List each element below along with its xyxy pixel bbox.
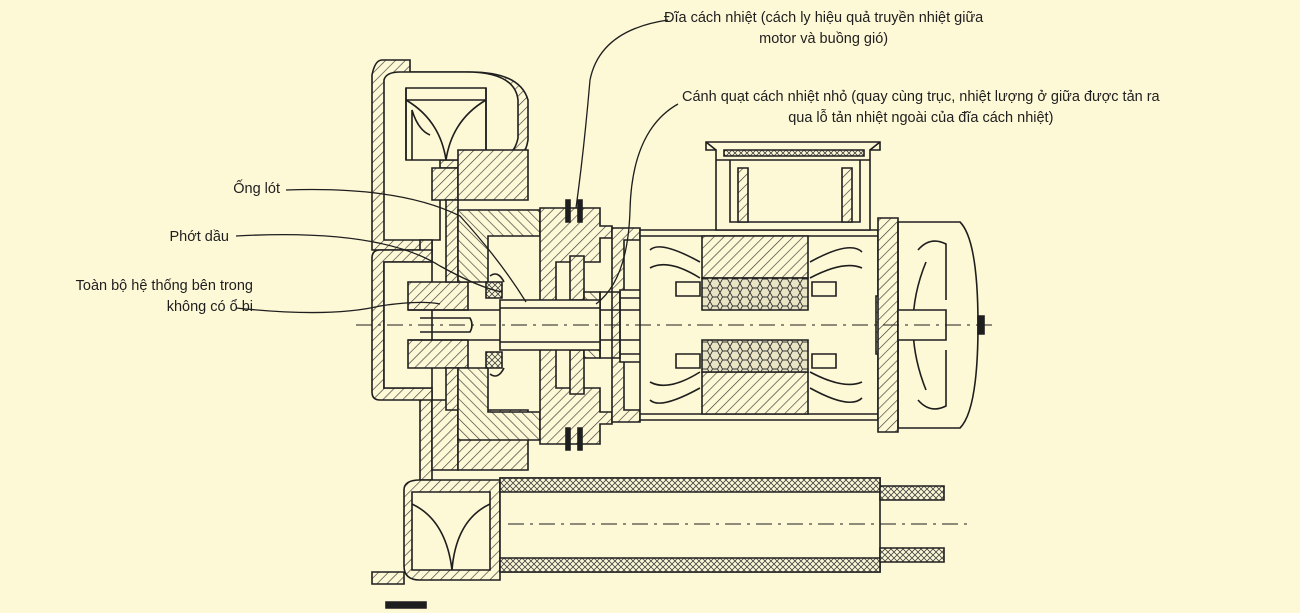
label-system-line1: Toàn bộ hệ thống bên trong [75,278,253,294]
label-system-line2: không có ổ bi [166,299,253,315]
label-disc-line1: Đĩa cách nhiệt (cách ly hiệu quả truyền … [664,10,984,26]
upper-volute [371,59,529,251]
lower-volute [371,479,501,609]
leader-disc [575,19,669,209]
leader-lines [235,19,679,314]
label-no-ball-bearings: Toàn bộ hệ thống bên trong không có ổ bi [76,276,253,318]
label-isolation-fan: Cánh quạt cách nhiệt nhỏ (quay cùng trục… [682,87,1160,129]
label-fan-line2: qua lỗ tản nhiệt ngoài của đĩa cách nhiệ… [788,110,1054,126]
leader-sleeve [285,188,527,303]
leader-fan [595,103,679,305]
label-oil-seal: Phớt dầu [170,227,230,248]
label-disc-line2: motor và buồng gió) [759,31,889,47]
label-sleeve-line1: Ống lót [233,181,280,197]
discharge-pipe [499,477,945,573]
label-fan-line1: Cánh quạt cách nhiệt nhỏ (quay cùng trục… [682,89,1160,105]
leader-system [235,301,441,314]
centerlines [356,324,992,525]
pump-casing [371,149,541,481]
label-heat-isolation-disc: Đĩa cách nhiệt (cách ly hiệu quả truyền … [664,8,983,50]
label-sleeve: Ống lót [233,179,280,200]
label-seal-line1: Phớt dầu [169,229,230,245]
terminal-box [705,141,881,231]
leader-seal [235,233,503,293]
